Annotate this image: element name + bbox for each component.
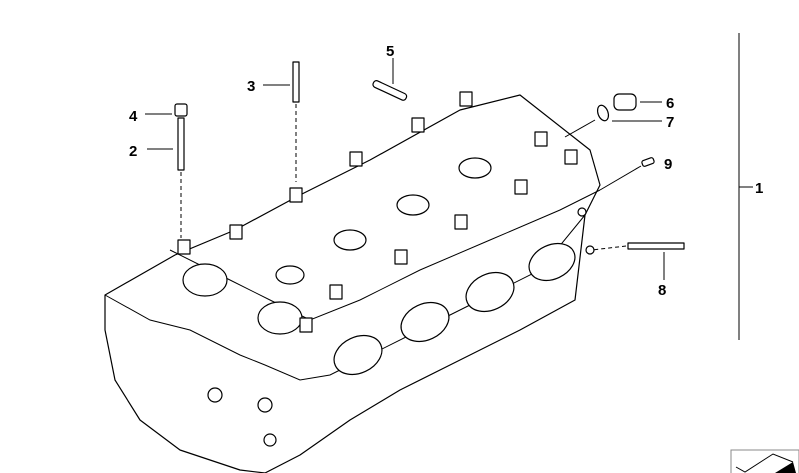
callout-1[interactable]: 1 xyxy=(738,33,763,340)
cylinder-head-drawing xyxy=(104,91,601,473)
callout-9[interactable]: 9 xyxy=(599,156,672,191)
callout-8[interactable]: 8 xyxy=(591,242,685,299)
callout-label-8: 8 xyxy=(658,282,666,299)
callout-7[interactable]: 7 xyxy=(564,104,674,138)
catalog-navigation-icon[interactable] xyxy=(730,449,799,473)
callout-label-9: 9 xyxy=(664,156,672,173)
callout-6[interactable]: 6 xyxy=(613,93,674,112)
callout-5[interactable]: 5 xyxy=(372,43,408,101)
callout-2[interactable]: 2 xyxy=(129,117,185,238)
callout-label-3: 3 xyxy=(247,78,255,95)
callout-label-1: 1 xyxy=(755,180,763,197)
callout-label-2: 2 xyxy=(129,143,137,160)
callout-4[interactable]: 4 xyxy=(129,103,188,125)
callout-label-4: 4 xyxy=(129,108,138,125)
callout-label-6: 6 xyxy=(666,95,674,112)
callout-label-5: 5 xyxy=(386,43,394,60)
callout-label-7: 7 xyxy=(666,114,674,131)
callout-3[interactable]: 3 xyxy=(247,61,300,182)
